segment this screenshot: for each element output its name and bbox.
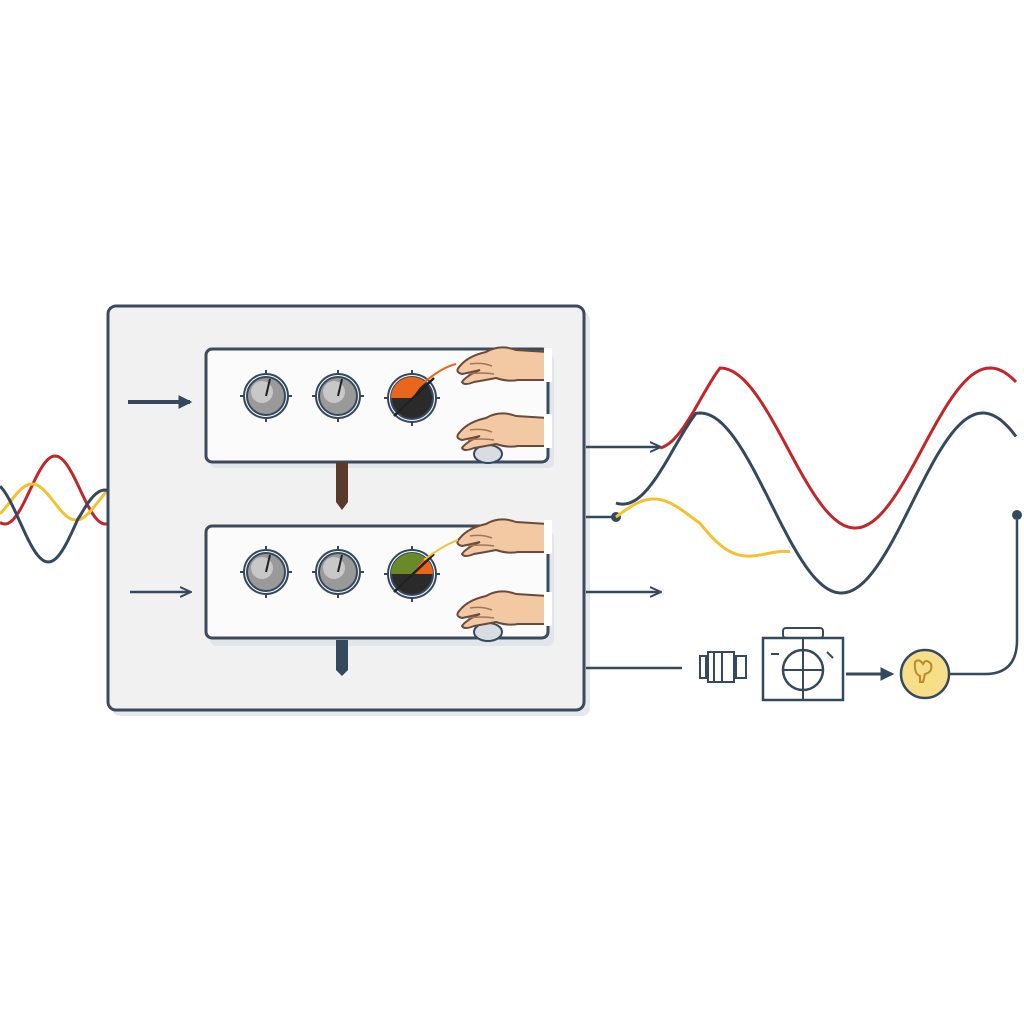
knob-icon[interactable] xyxy=(240,546,292,598)
meter-box-icon xyxy=(761,627,845,702)
knob-icon[interactable] xyxy=(312,546,364,598)
pin-top xyxy=(336,462,348,510)
hand-group xyxy=(419,346,552,642)
hand-icon xyxy=(456,518,552,557)
hand-icon xyxy=(456,346,552,385)
output-wave-yellow xyxy=(615,497,791,558)
output-wave-red xyxy=(659,366,1018,530)
bulb-icon xyxy=(899,648,951,700)
knob-group xyxy=(240,370,440,602)
knob-icon[interactable] xyxy=(384,370,440,426)
output-wave xyxy=(615,366,1018,595)
knob-icon[interactable] xyxy=(240,370,292,422)
hand-icon xyxy=(456,590,552,642)
output-wave-navy xyxy=(615,411,1018,595)
knob-icon[interactable] xyxy=(312,370,364,422)
feedback-line xyxy=(949,520,1019,676)
knob-icon[interactable] xyxy=(384,546,440,602)
hand-icon xyxy=(456,412,552,464)
junction-right xyxy=(1012,510,1022,520)
connector-icon xyxy=(699,651,747,683)
pin-bottom xyxy=(336,640,348,676)
